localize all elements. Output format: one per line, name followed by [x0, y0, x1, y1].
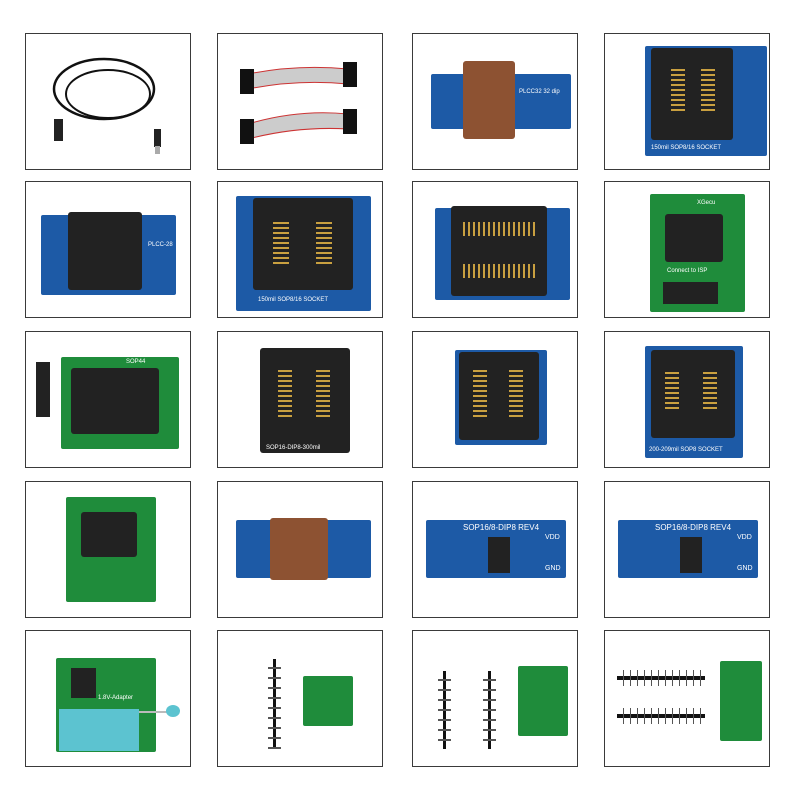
vdd-label: VDD — [737, 534, 752, 541]
product-sop44-adapter[interactable]: SOP44 — [25, 331, 191, 468]
brand-label: XGecu — [697, 200, 716, 206]
dip8-header — [680, 537, 702, 573]
product-plcc28-adapter[interactable]: PLCC-28 — [25, 181, 191, 318]
sop44-socket — [71, 368, 159, 434]
sop-socket — [451, 206, 547, 296]
board-label: PLCC-28 — [148, 242, 173, 248]
isp-header — [663, 282, 718, 304]
board-label: SOP16-DIP8-300mil — [266, 445, 321, 451]
socket-pins — [509, 370, 523, 420]
zif-socket — [59, 709, 139, 751]
sop-socket — [651, 48, 733, 140]
product-ssop28-breakout-kit[interactable] — [604, 630, 770, 767]
socket-pins — [273, 222, 289, 267]
product-sop-socket-blue[interactable] — [412, 181, 578, 318]
plcc-socket — [463, 61, 515, 139]
dip8-header — [488, 537, 510, 573]
sop-socket — [253, 198, 353, 290]
product-sop16-dip8-socket[interactable]: SOP16-DIP8-300mil — [217, 331, 383, 468]
product-plcc-adapter-blue[interactable] — [217, 481, 383, 618]
lever-knob — [166, 705, 180, 717]
pin-header — [36, 362, 50, 417]
product-plcc32-adapter[interactable]: PLCC32 32 dip — [412, 33, 578, 170]
breakout-board — [518, 666, 568, 736]
pin-header — [268, 659, 281, 749]
sop-socket — [651, 350, 735, 438]
pin-header — [617, 670, 705, 686]
board-label: 150mil SOP8/16 SOCKET — [651, 145, 722, 151]
board-label: 1.8V-Adapter — [98, 695, 134, 701]
socket-pins — [703, 372, 717, 412]
product-sop8-16-socket-2[interactable]: 150mil SOP8/16 SOCKET — [217, 181, 383, 318]
socket-pins — [473, 370, 487, 420]
product-tsop48-isp-adapter[interactable]: XGecu Connect to ISP — [604, 181, 770, 318]
product-ssop20-breakout-kit[interactable] — [412, 630, 578, 767]
socket-pins — [463, 264, 535, 278]
product-sop8-200mil-socket[interactable]: 200-209mil SOP8 SOCKET — [604, 331, 770, 468]
product-sop16-dip8-rev4-2[interactable]: SOP16/8-DIP8 REV4 VDD GND — [604, 481, 770, 618]
socket-pins — [463, 222, 535, 236]
board-label: SOP44 — [126, 359, 146, 365]
product-usb-cable[interactable] — [25, 33, 191, 170]
pin-header — [483, 671, 496, 749]
socket-pins — [671, 69, 685, 113]
product-1v8-adapter[interactable]: 1.8V-Adapter — [25, 630, 191, 767]
tsop-socket — [81, 512, 137, 557]
socket-pins — [701, 69, 715, 113]
board-label: 200-209mil SOP8 SOCKET — [649, 447, 723, 453]
socket-pins — [316, 222, 332, 267]
product-ribbon-cable[interactable] — [217, 33, 383, 170]
board-label: SOP16/8-DIP8 REV4 — [463, 523, 540, 532]
board-label: 150mil SOP8/16 SOCKET — [258, 297, 329, 303]
product-sop16-dip8-rev4[interactable]: SOP16/8-DIP8 REV4 VDD GND — [412, 481, 578, 618]
gnd-label: GND — [737, 565, 753, 572]
sop-socket — [260, 348, 350, 453]
zif-lever — [139, 711, 169, 713]
product-sop8-16-socket[interactable]: 150mil SOP8/16 SOCKET — [604, 33, 770, 170]
socket-pins — [278, 370, 292, 420]
product-tsop-nand-adapter[interactable] — [25, 481, 191, 618]
tsop-socket — [665, 214, 723, 262]
product-sop8-breakout-kit[interactable] — [217, 630, 383, 767]
socket-pins — [316, 370, 330, 420]
pin-header — [438, 671, 451, 749]
product-sop-socket-blue-2[interactable] — [412, 331, 578, 468]
plcc-socket — [68, 212, 142, 290]
chip — [71, 668, 96, 698]
board-label: SOP16/8-DIP8 REV4 — [655, 523, 732, 532]
socket-pins — [665, 372, 679, 412]
usb-cable-image — [52, 57, 161, 154]
vdd-label: VDD — [545, 534, 560, 541]
board-label: PLCC32 32 dip — [519, 89, 560, 95]
sop-socket — [459, 352, 539, 440]
gnd-label: GND — [545, 565, 561, 572]
pin-header — [617, 708, 705, 724]
ribbon-cable-image — [240, 62, 357, 144]
breakout-board — [720, 661, 762, 741]
breakout-board — [303, 676, 353, 726]
plcc-socket — [270, 518, 328, 580]
board-label: Connect to ISP — [667, 268, 708, 274]
